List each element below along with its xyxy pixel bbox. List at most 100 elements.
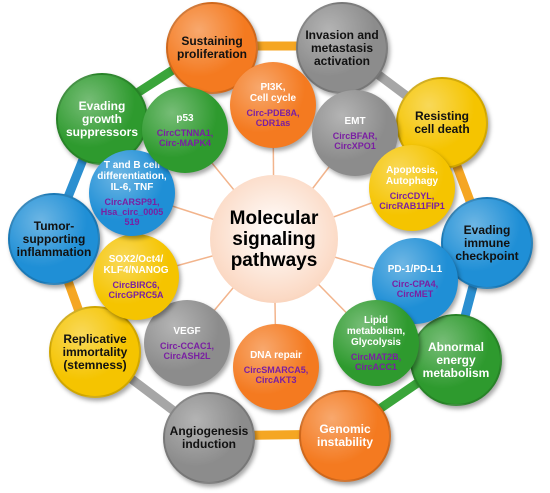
pathway-title-line: Glycolysis: [350, 336, 401, 348]
hallmark-label-line: Sustaining: [181, 34, 243, 48]
pathway-title-line: IL-6, TNF: [110, 181, 154, 193]
circrna-name: CircACC1: [354, 361, 397, 372]
pathway-title-line: p53: [176, 112, 194, 124]
circrna-list: CircSMARCA5,CircAKT3: [244, 365, 309, 385]
circrna-name: CircRAB11FIP1: [379, 201, 445, 211]
circrna-list: CircBFAR,CircXPO1: [333, 131, 378, 151]
pathway-title-line: VEGF: [173, 325, 201, 337]
pathway-title-line: differentiation,: [97, 170, 167, 182]
hallmark-label-line: Angiogenesis: [169, 424, 249, 438]
circrna-name: CircGPRC5A: [108, 290, 164, 300]
pathway-title-line: metabolism,: [346, 325, 406, 337]
pathway-sox2: SOX2/Oct4/KLF4/NANOG CircBIRC6,CircGPRC5A: [93, 234, 179, 320]
circrna-name: CircCTNNA1,: [156, 127, 214, 138]
hallmark-label-line: Invasion and: [305, 27, 379, 42]
circrna-list: Circ-CCAC1,CircASH2L: [160, 341, 214, 361]
hallmark-label-line: growth: [82, 111, 122, 126]
circrna-name: Circ-PDE8A,: [246, 108, 300, 118]
hallmark-label-line: immune: [463, 235, 510, 250]
circrna-list: CircMAT2B,CircACC1: [351, 352, 401, 372]
pathway-title: EMT: [344, 116, 365, 127]
circrna-list: CircCTNNA1,Circ-MAPK4: [157, 128, 214, 148]
pathway-title-line: Lipid: [364, 314, 388, 326]
hallmark-label-line: Resisting: [414, 109, 469, 123]
hallmark-label-line: metabolism: [422, 365, 490, 380]
circrna-name: CircCDYL,: [389, 191, 435, 201]
circrna-name: CircMET: [396, 288, 434, 299]
center-label-line: signaling: [232, 228, 316, 250]
hallmark-label-line: activation: [313, 53, 370, 68]
pathway-title-line: KLF4/NANOG: [103, 265, 169, 276]
pathway-title: VEGF: [173, 326, 200, 337]
pathway-title: DNA repair: [250, 350, 302, 361]
circrna-name: CircBIRC6,: [112, 280, 160, 290]
hallmark-label-line: instability: [316, 435, 373, 449]
circrna-name: Circ-MAPK4: [158, 137, 211, 148]
hallmark-label-line: Tumor-: [33, 218, 75, 233]
hallmark-label-line: Evading: [78, 98, 126, 113]
hallmark-label-line: proliferation: [176, 47, 247, 61]
pathway-title: p53: [176, 113, 193, 124]
circrna-name: 519: [124, 216, 140, 227]
pathway-title-line: PD-1/PD-L1: [387, 263, 443, 275]
pathway-title-line: Autophagy: [385, 176, 439, 187]
circrna-name: Circ-CCAC1,: [159, 340, 214, 351]
pathway-title-line: SOX2/Oct4/: [108, 254, 164, 265]
hallmark-label-line: Genomic: [319, 422, 371, 436]
circrna-name: CircAKT3: [255, 374, 297, 385]
pathway-title-line: DNA repair: [250, 349, 302, 361]
pathway-title-line: Cell cycle: [249, 93, 297, 104]
circrna-name: CircBFAR,: [332, 130, 378, 141]
pathway-title: Apoptosis,Autophagy: [386, 165, 438, 187]
hallmark-label-line: cell death: [414, 122, 470, 136]
center-label-line: pathways: [230, 249, 318, 271]
circrna-name: CircXPO1: [334, 140, 376, 151]
circrna-name: Hsa_circ_0005: [100, 206, 164, 217]
hallmark-label-line: immortality: [62, 344, 128, 359]
circrna-list: Circ-PDE8A,CDR1as: [246, 108, 299, 128]
pathway-vegf: VEGF Circ-CCAC1,CircASH2L: [144, 300, 230, 386]
hallmark-label-line: Replicative: [63, 331, 127, 346]
circrna-list: CircBIRC6,CircGPRC5A: [108, 280, 163, 300]
hallmark-label-line: energy: [436, 352, 476, 367]
circrna-name: CircSMARCA5,: [243, 364, 309, 375]
hallmark-label-line: suppressors: [65, 124, 139, 139]
circrna-name: CircASH2L: [163, 350, 211, 361]
hallmark-label-line: supporting: [22, 231, 86, 246]
hallmark-label-line: induction: [182, 437, 236, 451]
pathway-title-line: PI3K,: [260, 82, 286, 93]
hallmark-label-line: metastasis: [310, 40, 374, 55]
pathway-title: SOX2/Oct4/KLF4/NANOG: [104, 254, 169, 276]
circrna-list: Circ-CPA4,CircMET: [392, 279, 438, 299]
circrna-name: Circ-CPA4,: [391, 278, 439, 289]
hallmark-label-line: (stemness): [63, 357, 127, 372]
pathway-title: PD-1/PD-L1: [388, 264, 442, 275]
pathway-title-line: Apoptosis,: [386, 165, 438, 176]
circrna-name: CircARSP91,: [104, 196, 160, 207]
circrna-name: CircMAT2B,: [350, 351, 402, 362]
circrna-name: CDR1as: [255, 118, 291, 128]
hallmark-label-line: inflammation: [16, 244, 92, 259]
hallmark-label-line: Abnormal: [427, 339, 484, 354]
pathway-title: PI3K,Cell cycle: [250, 82, 296, 104]
center-label-line: Molecular: [229, 207, 319, 229]
hallmark-label-line: checkpoint: [455, 248, 519, 263]
pathway-title-line: EMT: [344, 115, 366, 127]
